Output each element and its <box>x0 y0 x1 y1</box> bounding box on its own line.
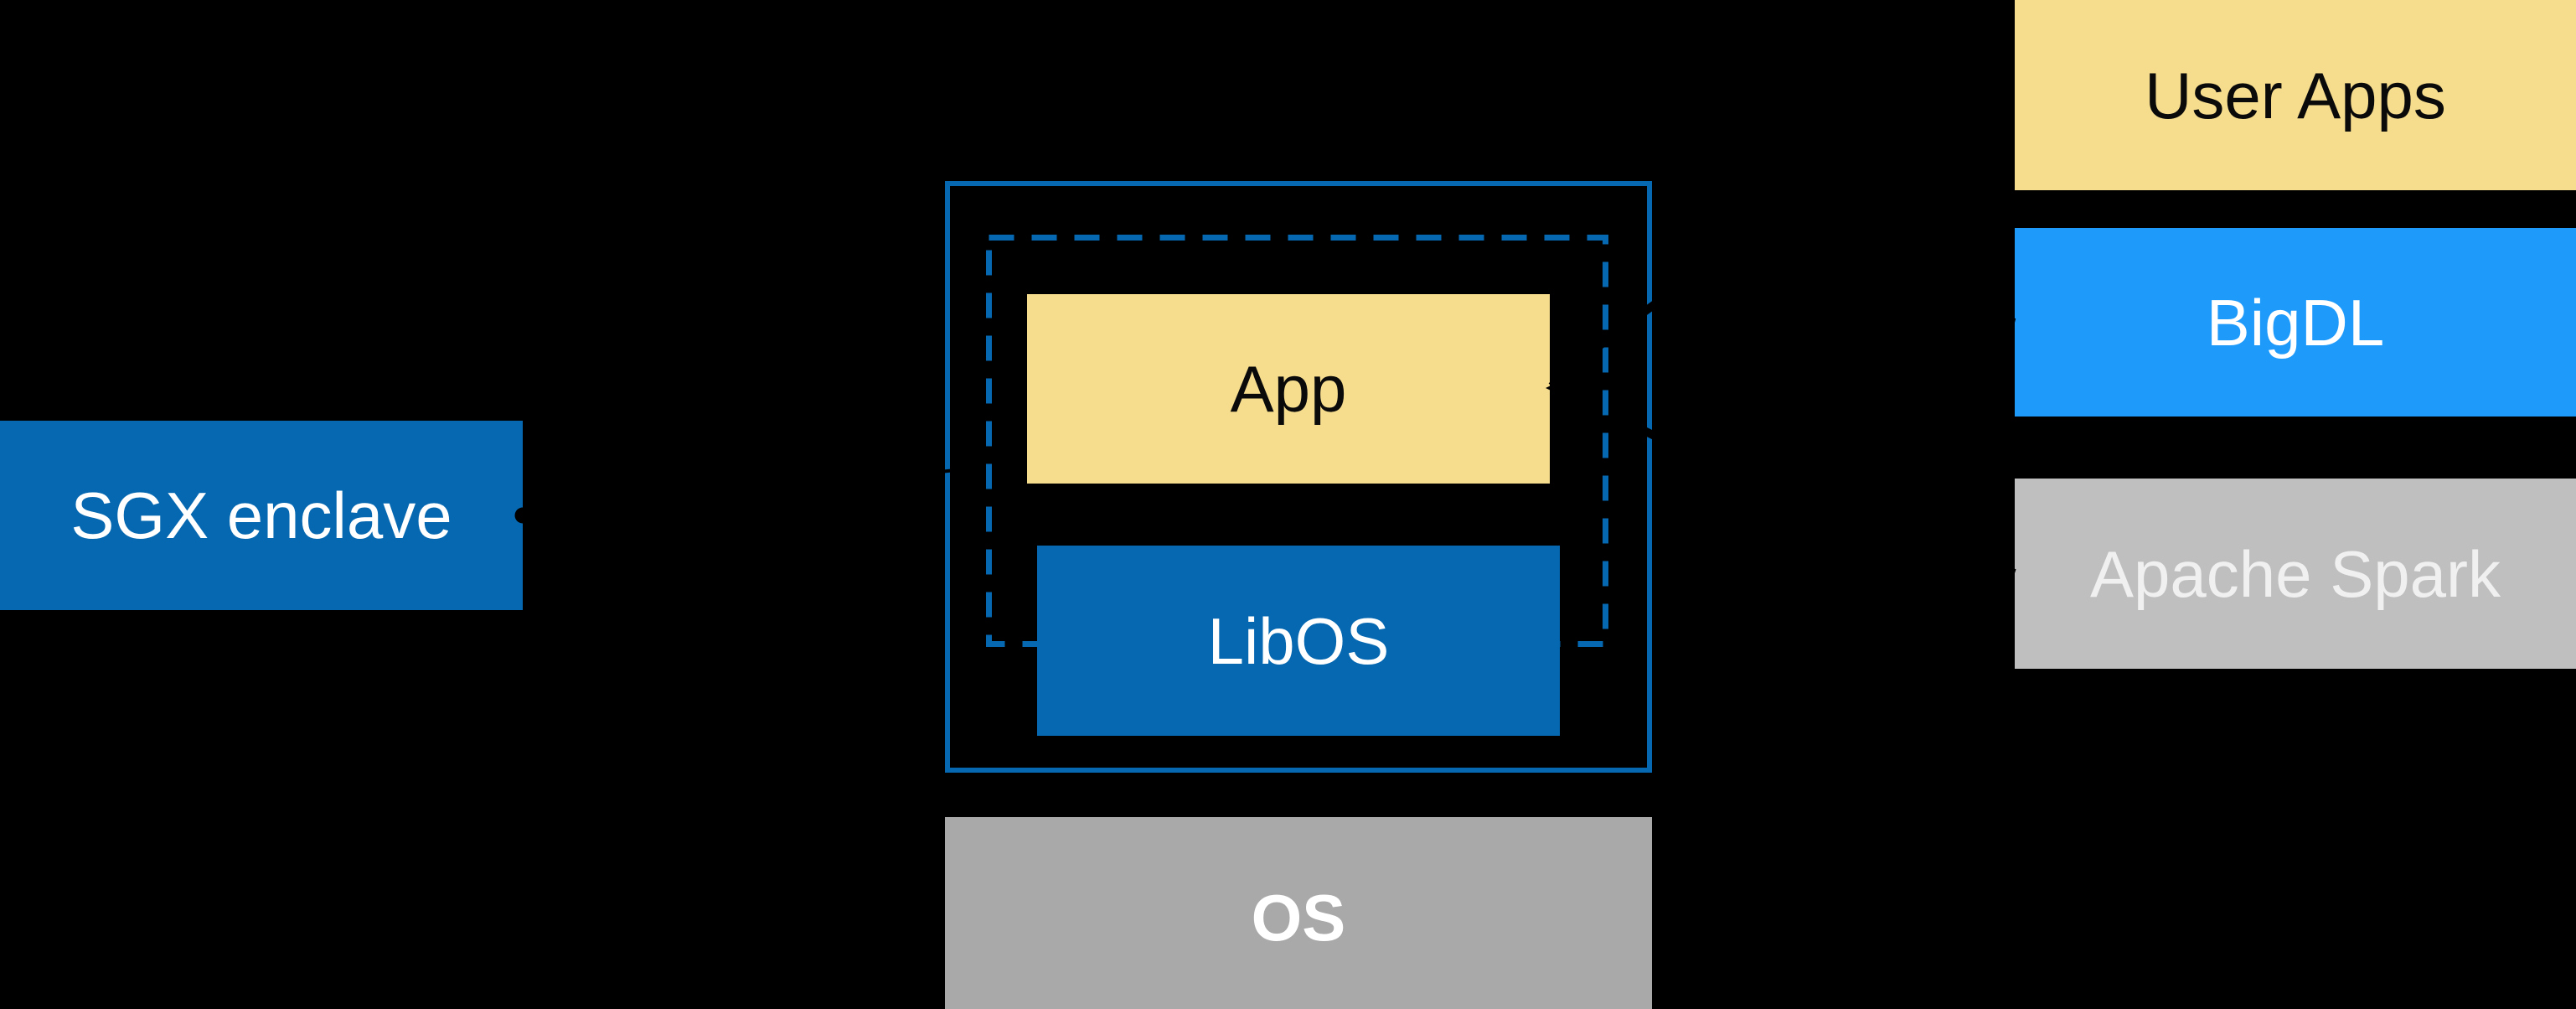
app-box: App <box>1027 294 1550 484</box>
sgx-enclave-label: SGX enclave <box>70 479 452 552</box>
sgx-enclave-box: SGX enclave <box>0 421 523 610</box>
apache-spark-label: Apache Spark <box>2090 536 2501 611</box>
bigdl-box: BigDL <box>2015 228 2576 417</box>
user-apps-box: User Apps <box>2015 0 2576 190</box>
app-label: App <box>1230 352 1347 426</box>
bigdl-label: BigDL <box>2206 285 2385 360</box>
arrow-to-app-arrowhead <box>1546 377 1568 399</box>
connector-to-spark-curve <box>1627 419 2016 577</box>
sgx-connector-line <box>522 468 964 517</box>
os-label: OS <box>1251 881 1346 955</box>
libos-label: LibOS <box>1207 603 1390 678</box>
libos-box: LibOS <box>1037 546 1560 736</box>
apache-spark-box: Apache Spark <box>2015 479 2576 669</box>
enclave-outer-border <box>945 181 1652 773</box>
user-apps-label: User Apps <box>2145 58 2446 132</box>
os-box: OS <box>945 817 1652 1009</box>
arrow-to-app-curve <box>1548 277 2016 390</box>
